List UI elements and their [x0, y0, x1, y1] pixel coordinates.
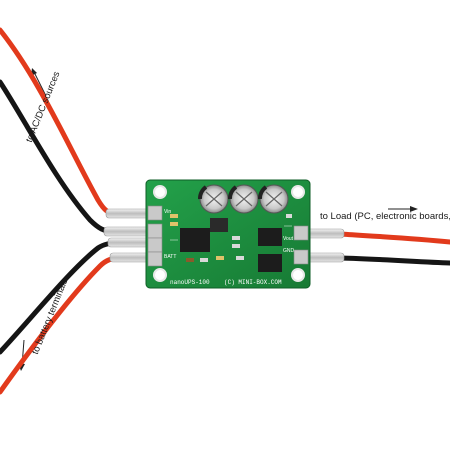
capacitor-1-icon	[198, 184, 229, 214]
load-black-wire	[337, 255, 450, 266]
board-model-text: nanoUPS-100	[170, 279, 210, 286]
output-connectors	[299, 228, 345, 263]
ac-red-wire	[0, 27, 121, 217]
inductor-icon	[210, 218, 228, 232]
capacitor-3-icon	[258, 184, 289, 214]
mosfet-1-icon	[258, 228, 282, 246]
capacitor-2-icon	[228, 184, 259, 214]
mosfet-2-icon	[258, 254, 282, 272]
arrow-load-icon	[388, 206, 418, 212]
batt-label: BATT	[164, 254, 176, 260]
pcb-board: Vin BATT Vout GND nanoUPS-100 (C) MINI-B…	[145, 179, 311, 289]
vout-label: Vout	[283, 236, 294, 242]
ac-black-wire	[0, 79, 119, 235]
board-copyright-text: (C) MINI-BOX.COM	[224, 279, 282, 286]
input-connectors	[103, 208, 151, 263]
chip-left-icon	[180, 228, 210, 252]
load-red-wire	[337, 231, 450, 245]
load-label: to Load (PC, electronic boards, etc)	[320, 211, 450, 222]
gnd-label: GND	[283, 248, 295, 254]
vin-label: Vin	[164, 209, 171, 215]
